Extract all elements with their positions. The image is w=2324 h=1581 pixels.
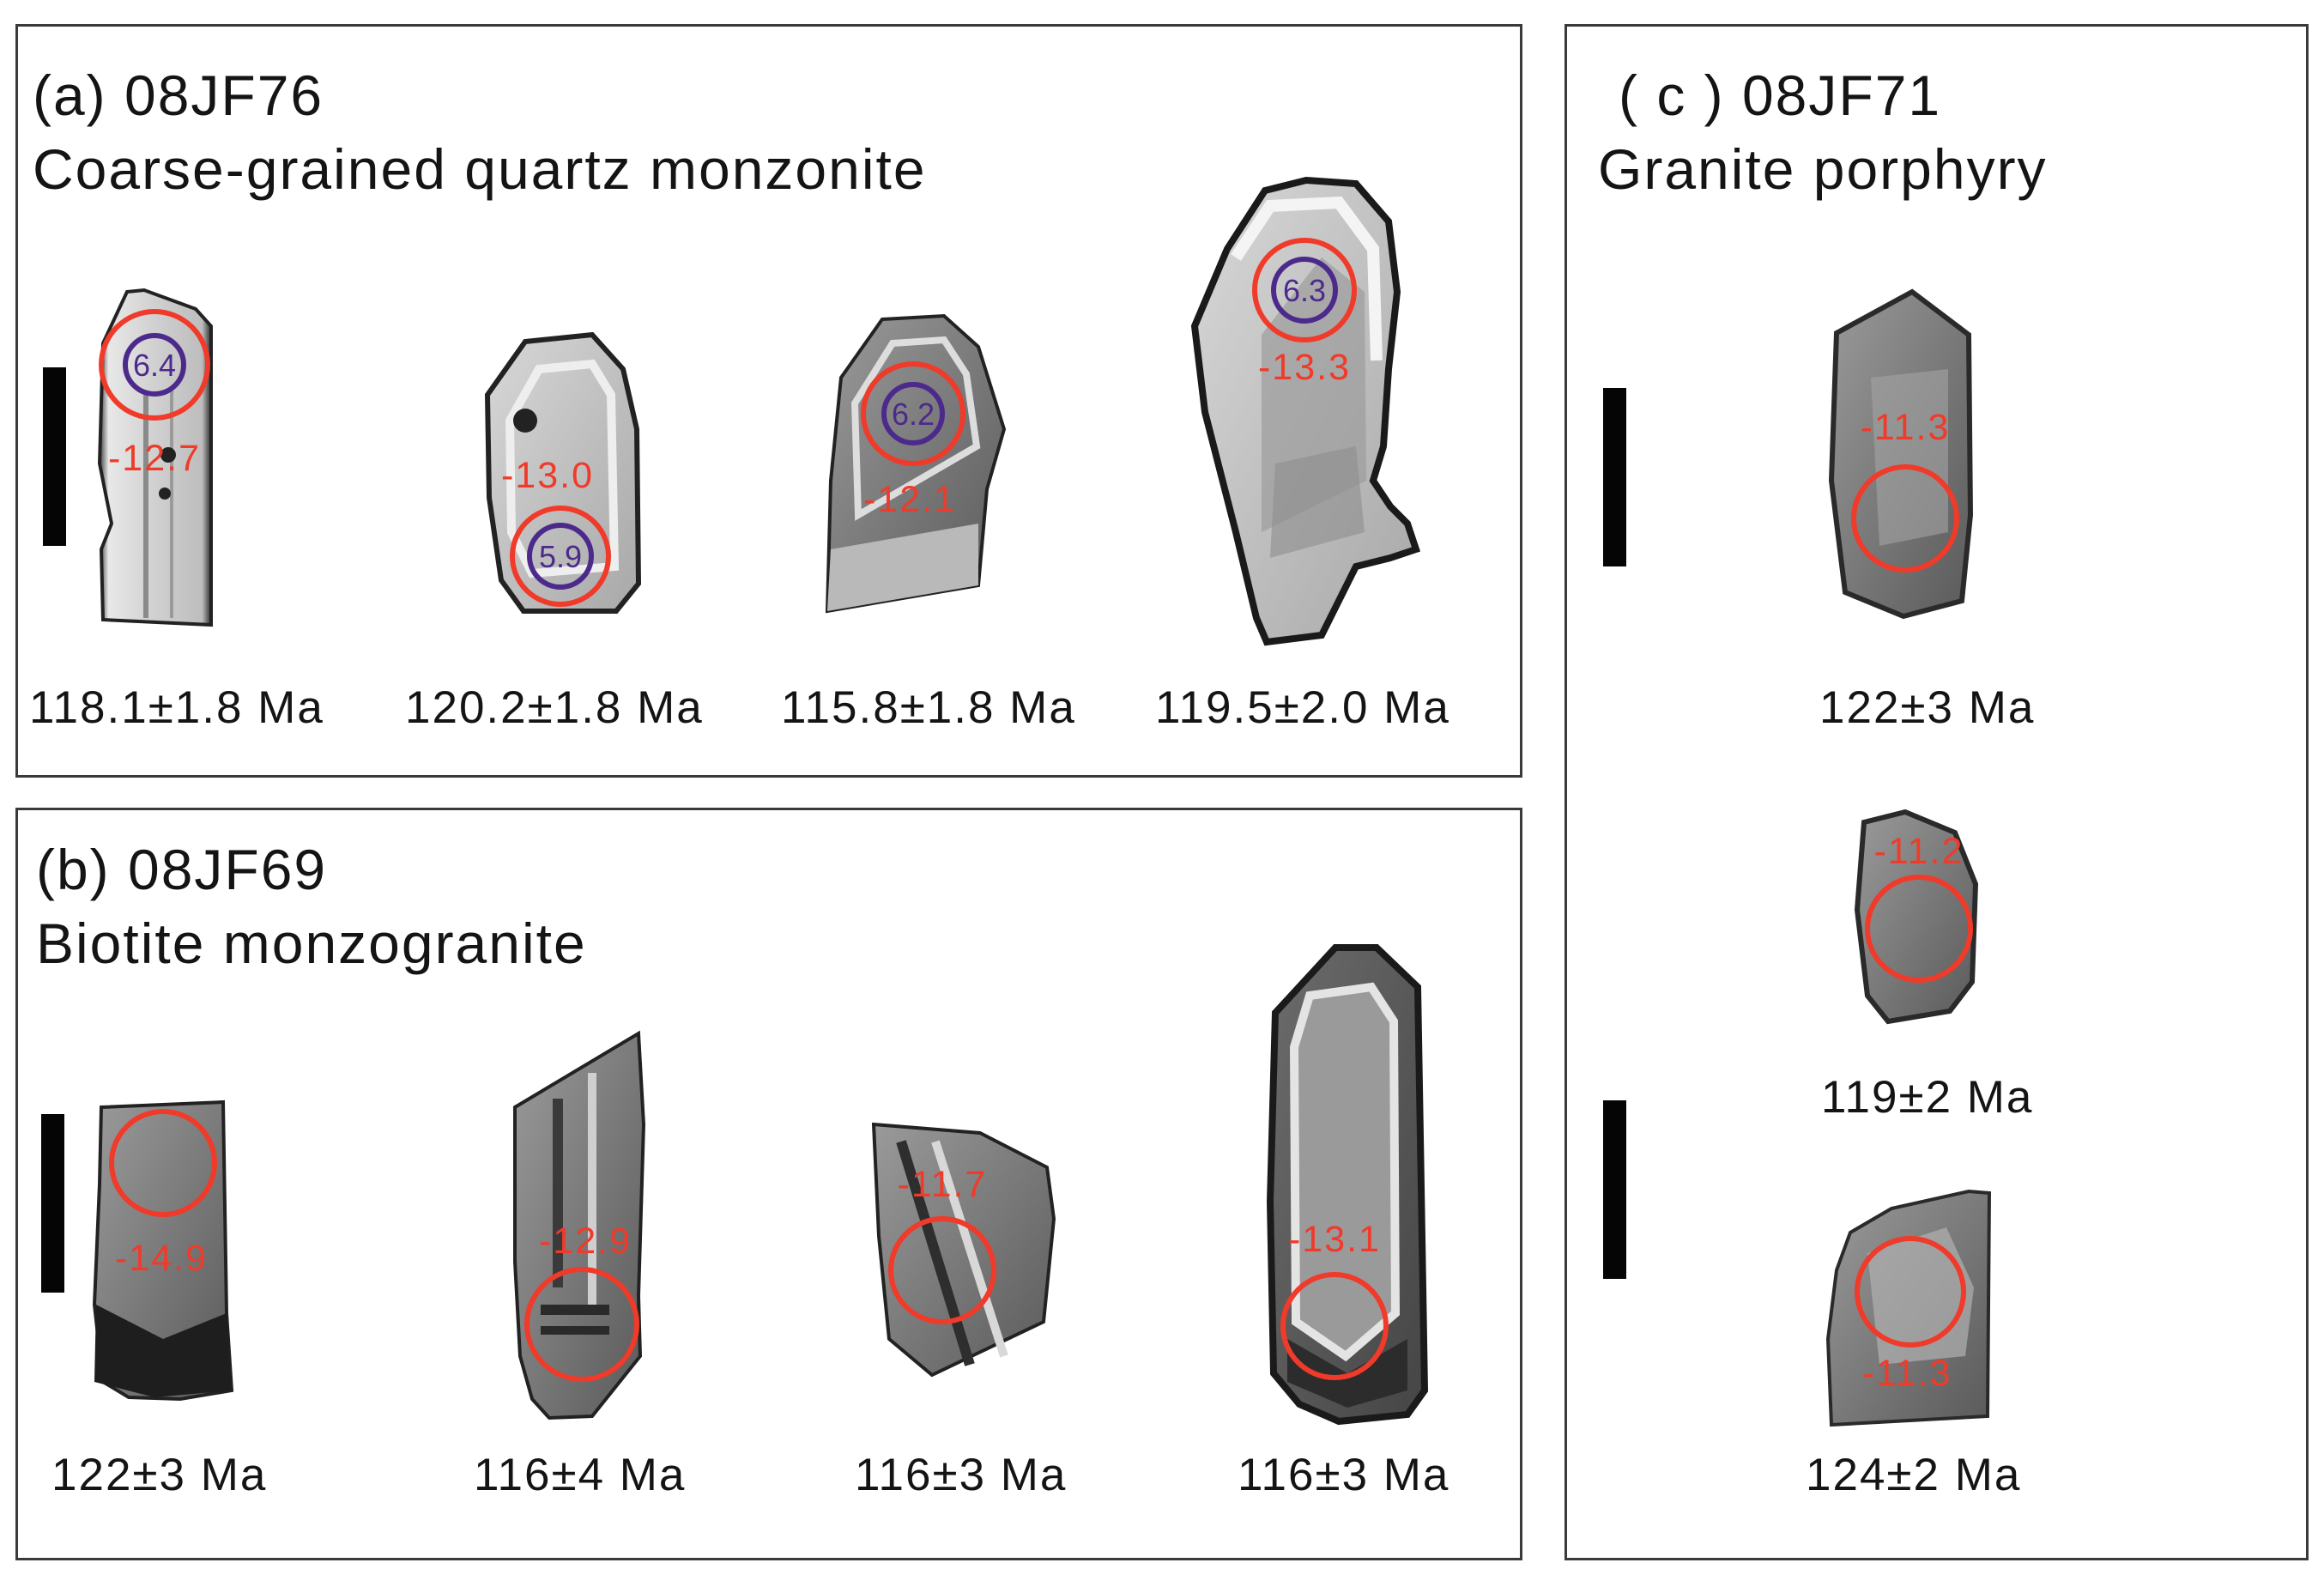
scale-bar-c2 xyxy=(1603,1100,1626,1279)
panel-c-title-rock: Granite porphyry xyxy=(1598,137,2048,201)
panel-a-title-sample: (a) 08JF76 xyxy=(33,64,324,127)
epsilon-value-b4: -13.1 xyxy=(1288,1219,1381,1260)
epsilon-value-c1: -11.3 xyxy=(1861,407,1951,448)
oxygen-spot-circle xyxy=(527,523,594,590)
grain-b2 xyxy=(513,1030,646,1420)
grain-a3 xyxy=(825,313,1007,614)
spot-circle xyxy=(109,1109,217,1217)
panel-a-title-rock: Coarse-grained quartz monzonite xyxy=(33,137,927,201)
age-label-c3: 124±2 Ma xyxy=(1806,1450,2022,1500)
epsilon-value-a1: -12.7 xyxy=(108,438,201,479)
age-label-a3: 115.8±1.8 Ma xyxy=(781,682,1076,733)
age-label-a2: 120.2±1.8 Ma xyxy=(405,682,704,733)
age-label-c1: 122±3 Ma xyxy=(1819,682,2036,733)
grain-b3 xyxy=(871,1122,1056,1378)
grain-a4 xyxy=(1190,176,1421,646)
spot-circle xyxy=(1851,464,1959,572)
oxygen-value-a4: 6.3 xyxy=(1283,273,1326,308)
spot-circle xyxy=(1252,238,1357,342)
oxygen-spot-circle xyxy=(881,382,945,445)
epsilon-value-b3: -11.7 xyxy=(898,1164,988,1205)
epsilon-value-a4: -13.3 xyxy=(1258,347,1351,388)
spot-circle xyxy=(861,361,965,466)
spot-circle xyxy=(1855,1236,1966,1348)
oxygen-spot-circle xyxy=(123,333,186,397)
epsilon-value-b2: -12.9 xyxy=(539,1221,632,1262)
scale-bar-a xyxy=(43,367,66,546)
panel-c-frame xyxy=(1564,24,2309,1560)
epsilon-value-a2: -13.0 xyxy=(501,455,594,496)
oxygen-value-a3: 6.2 xyxy=(892,397,935,432)
grain-b4 xyxy=(1266,944,1429,1426)
spot-circle xyxy=(510,506,611,607)
epsilon-value-b1: -14.9 xyxy=(115,1238,208,1279)
spot-circle xyxy=(1280,1272,1389,1380)
age-label-b4: 116±3 Ma xyxy=(1238,1450,1450,1500)
grain-a1 xyxy=(97,288,213,627)
panel-b-title-rock: Biotite monzogranite xyxy=(36,912,587,975)
epsilon-value-a3: -12.1 xyxy=(863,479,956,520)
grain-c1 xyxy=(1828,288,1974,620)
panel-b-title-sample: (b) 08JF69 xyxy=(36,838,328,901)
scale-bar-b xyxy=(41,1114,64,1293)
oxygen-value-a2: 5.9 xyxy=(539,539,582,574)
age-label-a1: 118.1±1.8 Ma xyxy=(29,682,324,733)
grain-b1 xyxy=(92,1099,234,1402)
age-label-b3: 116±3 Ma xyxy=(855,1450,1068,1500)
scale-bar-c1 xyxy=(1603,388,1626,566)
oxygen-value-a1: 6.4 xyxy=(133,348,176,383)
spot-circle xyxy=(524,1267,639,1382)
epsilon-value-c3: -11.3 xyxy=(1862,1353,1952,1394)
epsilon-value-c2: -11.2 xyxy=(1874,831,1964,872)
grain-c3 xyxy=(1825,1189,1992,1427)
spot-circle xyxy=(99,309,210,421)
grain-a2 xyxy=(484,331,642,614)
age-label-a4: 119.5±2.0 Ma xyxy=(1155,682,1450,733)
spot-circle xyxy=(888,1216,996,1324)
age-label-c2: 119±2 Ma xyxy=(1821,1072,2034,1123)
grain-c2 xyxy=(1854,809,1979,1025)
age-label-b2: 116±4 Ma xyxy=(474,1450,687,1500)
age-label-b1: 122±3 Ma xyxy=(51,1450,268,1500)
spot-circle xyxy=(1865,875,1973,983)
panel-c-title-sample: ( c ) 08JF71 xyxy=(1619,64,1942,127)
oxygen-spot-circle xyxy=(1271,257,1338,324)
